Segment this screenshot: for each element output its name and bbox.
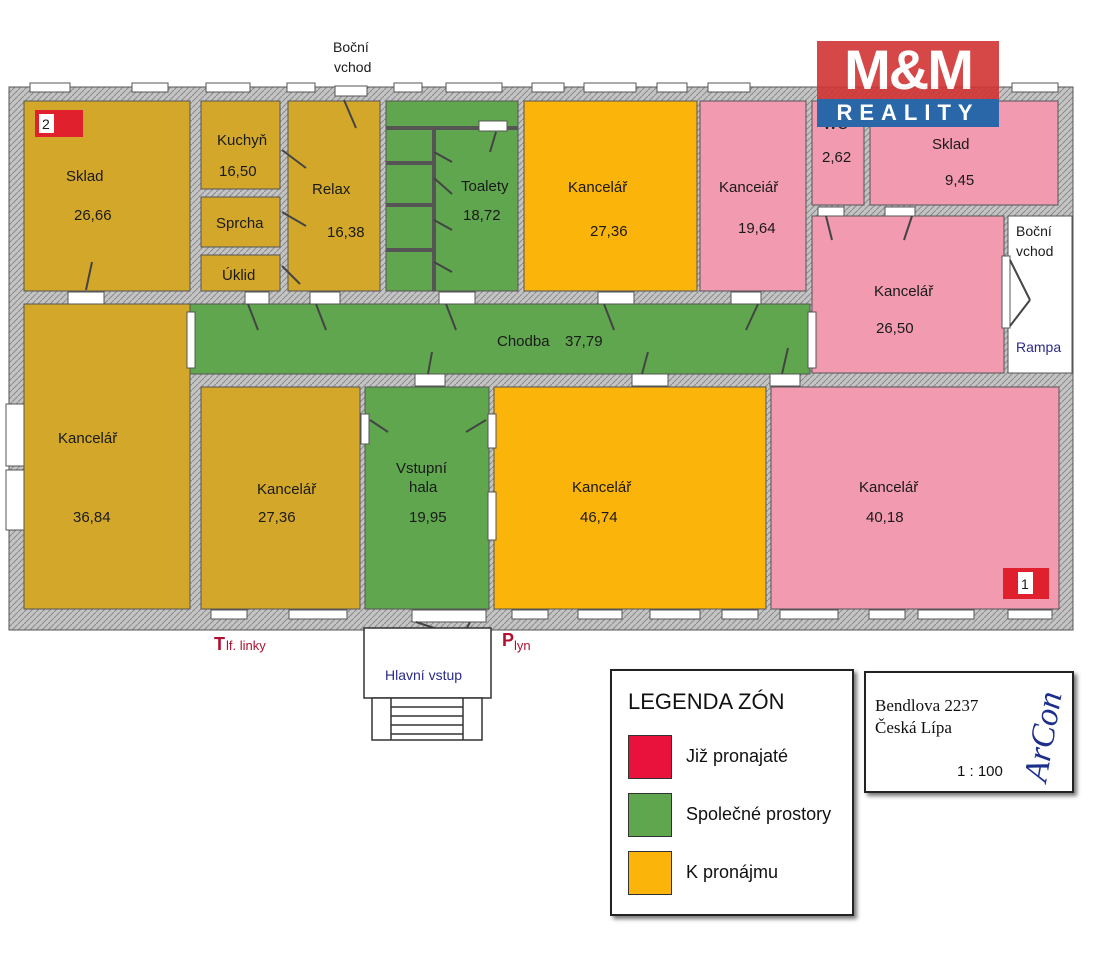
room-name-chodba: Chodba — [497, 333, 550, 350]
room-kancelar-left-big — [23, 303, 191, 610]
room-area-kuchyn: 16,50 — [219, 163, 257, 180]
gas-prefix: P — [502, 630, 514, 650]
room-name-sklad-left: Sklad — [66, 168, 104, 185]
side-entrance-right-line2: vchod — [1016, 243, 1053, 259]
title-stamp: Bendlova 2237 Česká Lípa 1 : 100 ArCon — [864, 671, 1074, 793]
windows — [5, 82, 1059, 620]
room-name-sklad-right: Sklad — [932, 136, 970, 153]
legend-label-common: Společné prostory — [686, 804, 832, 824]
room-area-kancelar-right-mid: 26,50 — [876, 320, 914, 337]
legend-title: LEGENDA ZÓN — [628, 689, 785, 714]
room-name-kancelar-right-mid: Kancelář — [874, 283, 934, 300]
room-chodba — [189, 303, 811, 375]
room-vstupni-hala — [364, 386, 490, 610]
legend-swatch-common — [628, 793, 672, 837]
room-area-toalety: 18,72 — [463, 207, 501, 224]
doors — [67, 85, 1011, 623]
door-swings — [85, 99, 1031, 651]
room-area-kancelar-top-pink: 19,64 — [738, 220, 776, 237]
room-kancelar-bottom-mid — [493, 386, 767, 610]
room-area-kancelar-top-mid: 27,36 — [590, 223, 628, 240]
arcon-logo: ArCon — [1017, 689, 1070, 787]
room-area-kancelar-bottom-mid: 46,74 — [580, 509, 618, 526]
room-sprcha — [200, 196, 281, 248]
room-name-kancelar-top-pink: Kanceiář — [719, 179, 779, 196]
ramp-label: Rampa — [1016, 339, 1061, 355]
main-entrance-label: Hlavní vstup — [385, 667, 462, 683]
phone-lines-label: lf. linky — [226, 638, 266, 653]
room-kancelar-top-pink — [699, 100, 807, 292]
room-area-sklad-left: 26,66 — [74, 207, 112, 224]
arcon-logo-text: ArCon — [1017, 689, 1070, 787]
stamp-address: Bendlova 2237 Česká Lípa — [875, 695, 978, 739]
main-entrance-porch — [363, 627, 492, 699]
room-name-kancelar-bottom-right: Kancelář — [859, 479, 919, 496]
legend-swatch-rented — [628, 735, 672, 779]
room-relax — [287, 100, 381, 292]
logo-reality: REALITY — [817, 99, 999, 127]
toilet-partitions — [386, 126, 518, 291]
legend-swatch-for-rent — [628, 851, 672, 895]
stamp-scale: 1 : 100 — [957, 763, 1003, 780]
room-name-kancelar-bottom-mid: Kancelář — [572, 479, 632, 496]
room-name-toalety: Toalety — [461, 178, 509, 195]
legend-item-for-rent: K pronájmu — [628, 851, 848, 895]
legend-item-rented: Již pronajaté — [628, 735, 848, 779]
room-name-vstupni-hala-2-holder — [396, 478, 456, 498]
room-area-kancelar-bottom-right: 40,18 — [866, 509, 904, 526]
side-entrance-right-line1: Boční — [1016, 223, 1052, 239]
room-name-kancelar-top-mid: Kancelář — [568, 179, 628, 196]
marker-1-inner — [1018, 572, 1033, 594]
room-kancelar-top-mid — [523, 100, 698, 292]
side-entrance-top-line1: Boční — [333, 39, 369, 55]
room-name-sprcha: Sprcha — [216, 215, 264, 232]
room-name-kancelar-bottom-left: Kancelář — [257, 481, 317, 498]
stamp-address-line2: Česká Lípa — [875, 718, 952, 737]
legend-label-rented: Již pronajaté — [686, 746, 789, 766]
room-kancelar-right-mid — [811, 215, 1005, 374]
side-entrance-top-line2: vchod — [334, 59, 371, 75]
logo-mm: M&M — [817, 41, 999, 99]
room-name-relax: Relax — [312, 181, 351, 198]
phone-lines-prefix: T — [214, 634, 225, 654]
room-name-kuchyn: Kuchyň — [217, 132, 267, 149]
room-name-uklid: Úklid — [222, 267, 255, 284]
stamp-address-line1: Bendlova 2237 — [875, 696, 979, 715]
mm-reality-logo: M&M REALITY — [817, 41, 999, 127]
marker-2-inner — [39, 114, 54, 133]
room-area-relax: 16,38 — [327, 224, 365, 241]
room-area-sklad-right: 9,45 — [945, 172, 974, 189]
room-area-kancelar-bottom-left: 27,36 — [258, 509, 296, 526]
rampa-area — [1007, 215, 1073, 374]
legend-item-common: Společné prostory — [628, 793, 848, 837]
room-area-wc: 2,62 — [822, 149, 851, 166]
entrance-steps — [371, 697, 483, 741]
gas-label: lyn — [514, 638, 531, 653]
room-kuchyn — [200, 100, 281, 190]
room-name-kancelar-left-big: Kancelář — [58, 430, 118, 447]
zone-legend: LEGENDA ZÓN Již pronajaté Společné prost… — [610, 669, 854, 916]
room-area-chodba: 37,79 — [565, 333, 603, 350]
room-area-vstupni-hala: 19,95 — [409, 509, 447, 526]
legend-label-for-rent: K pronájmu — [686, 862, 779, 882]
marker-2-label: 2 — [42, 116, 50, 132]
marker-1-label: 1 — [1021, 576, 1029, 592]
room-area-kancelar-left-big: 36,84 — [73, 509, 111, 526]
room-kancelar-bottom-left — [200, 386, 361, 610]
room-uklid — [200, 254, 281, 292]
